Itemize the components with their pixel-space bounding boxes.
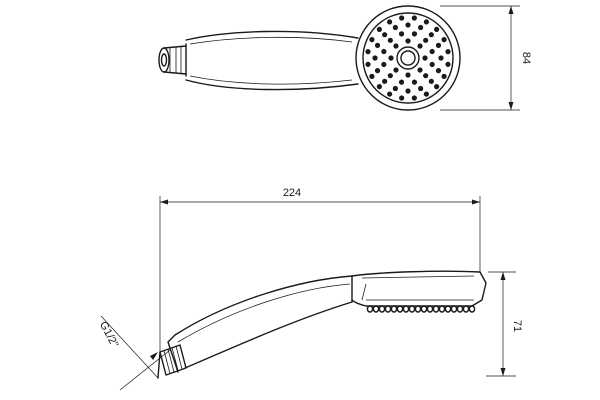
- nozzle-hole: [423, 91, 429, 97]
- side-nozzle: [390, 305, 398, 313]
- side-nozzle: [414, 305, 422, 313]
- side-nozzle: [366, 305, 374, 313]
- nozzle-hole: [374, 42, 381, 48]
- nozzle-hole: [429, 61, 435, 68]
- dimension-diameter: 84: [440, 5, 532, 111]
- nozzle-hole: [399, 15, 405, 21]
- dimension-length-label: 224: [283, 187, 301, 199]
- top-view: 84: [158, 5, 532, 111]
- side-nozzle: [372, 305, 380, 313]
- nozzle-hole: [399, 95, 405, 101]
- dimension-length: 224: [159, 187, 481, 352]
- side-spray-nozzles: [366, 305, 476, 313]
- side-nozzle: [396, 305, 404, 313]
- nozzle-hole: [392, 85, 398, 92]
- nozzle-hole: [387, 73, 393, 79]
- nozzle-hole: [376, 26, 382, 32]
- nozzle-hole: [388, 55, 394, 61]
- side-connector: [157, 344, 187, 379]
- side-nozzle: [450, 305, 458, 313]
- nozzle-hole: [392, 24, 398, 31]
- nozzle-hole: [428, 32, 434, 38]
- nozzle-hole: [428, 78, 434, 84]
- nozzle-hole: [381, 48, 387, 55]
- nozzle-hole: [405, 38, 411, 44]
- nozzle-hole: [365, 49, 371, 55]
- side-handle: [167, 275, 353, 373]
- side-nozzle: [456, 305, 464, 313]
- side-nozzle: [444, 305, 452, 313]
- nozzle-hole: [393, 67, 399, 73]
- top-spray-face: [355, 5, 461, 111]
- nozzle-hole: [435, 68, 442, 74]
- dimension-thread-label: G1/2": [97, 320, 121, 350]
- side-nozzle: [408, 305, 416, 313]
- nozzle-hole: [398, 79, 405, 85]
- spray-nozzles: [365, 15, 451, 101]
- nozzle-hole: [418, 85, 424, 92]
- nozzle-hole: [423, 37, 429, 43]
- nozzle-hole: [422, 55, 428, 61]
- nozzle-hole: [411, 79, 418, 85]
- dimension-height: 71: [486, 271, 523, 377]
- nozzle-hole: [372, 55, 378, 61]
- side-nozzle: [432, 305, 440, 313]
- top-handle: [185, 30, 359, 91]
- nozzle-hole: [435, 42, 442, 48]
- nozzle-hole: [381, 61, 387, 68]
- nozzle-hole: [418, 24, 424, 31]
- nozzle-hole: [423, 19, 429, 25]
- nozzle-hole: [382, 78, 388, 84]
- nozzle-hole: [387, 37, 393, 43]
- nozzle-hole: [417, 43, 423, 49]
- nozzle-hole: [411, 15, 417, 21]
- nozzle-hole: [387, 19, 393, 25]
- nozzle-hole: [438, 55, 444, 61]
- nozzle-hole: [369, 73, 375, 79]
- side-view: 224 71 G1/2": [97, 187, 523, 391]
- nozzle-hole: [405, 88, 411, 94]
- side-nozzle: [462, 305, 470, 313]
- nozzle-hole: [417, 67, 423, 73]
- side-nozzle: [378, 305, 386, 313]
- nozzle-hole: [393, 43, 399, 49]
- nozzle-hole: [411, 31, 418, 37]
- nozzle-hole: [387, 91, 393, 97]
- side-nozzle: [420, 305, 428, 313]
- side-nozzle: [402, 305, 410, 313]
- side-nozzle: [438, 305, 446, 313]
- nozzle-hole: [405, 72, 411, 78]
- nozzle-hole: [441, 37, 447, 43]
- nozzle-hole: [434, 26, 440, 32]
- nozzle-hole: [405, 22, 411, 28]
- nozzle-hole: [369, 37, 375, 43]
- dimension-thread: G1/2": [97, 315, 171, 391]
- nozzle-hole: [429, 48, 435, 55]
- nozzle-hole: [382, 32, 388, 38]
- nozzle-hole: [441, 73, 447, 79]
- top-connector: [158, 43, 187, 77]
- nozzle-hole: [411, 95, 417, 101]
- nozzle-hole: [434, 84, 440, 90]
- side-nozzle: [468, 305, 476, 313]
- nozzle-hole: [445, 61, 451, 67]
- nozzle-hole: [376, 84, 382, 90]
- dimension-diameter-label: 84: [520, 52, 532, 64]
- side-nozzle: [426, 305, 434, 313]
- dimension-height-label: 71: [511, 320, 523, 332]
- nozzle-hole: [374, 68, 381, 74]
- nozzle-hole: [423, 73, 429, 79]
- side-head: [351, 270, 487, 313]
- nozzle-hole: [445, 49, 451, 55]
- nozzle-hole: [365, 61, 371, 67]
- nozzle-hole: [398, 31, 405, 37]
- side-nozzle: [384, 305, 392, 313]
